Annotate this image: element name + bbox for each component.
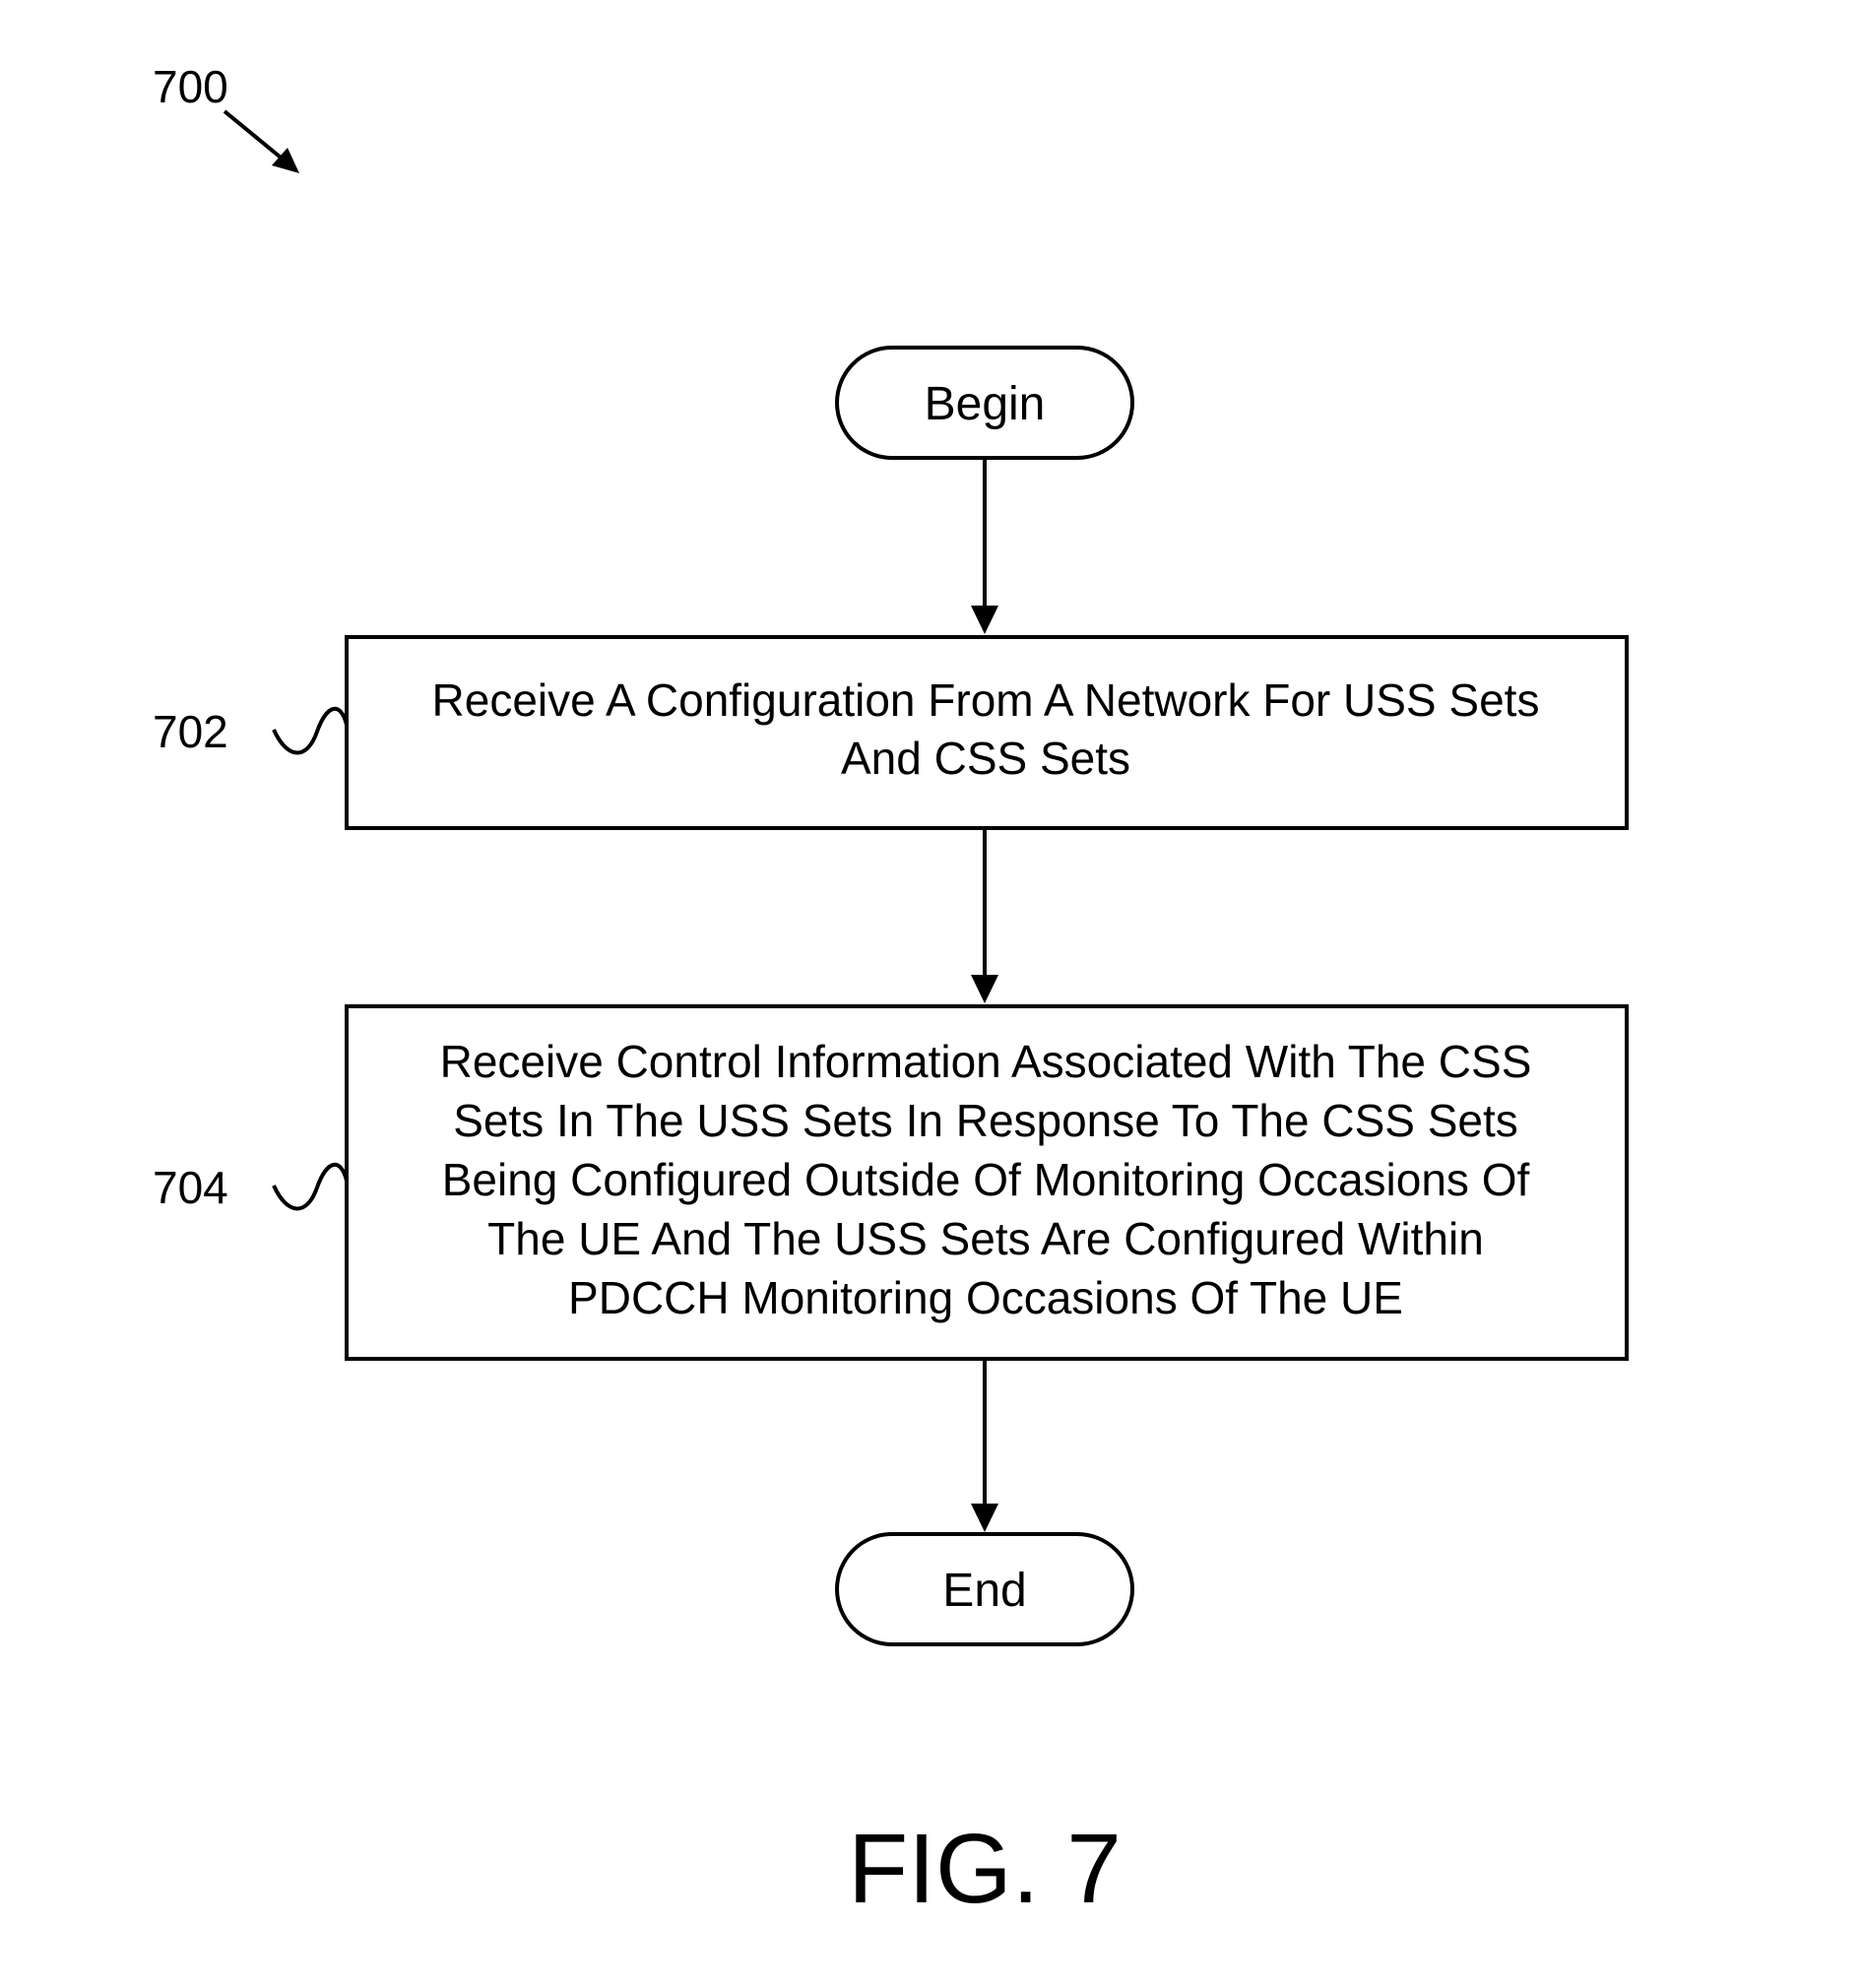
step-704: 704 Receive Control Information Associat… [153,1004,1629,1361]
step-702: 702 Receive A Configuration From A Netwo… [153,635,1629,830]
end-label: End [942,1565,1026,1617]
step-702-line-1: Receive A Configuration From A Network F… [432,674,1540,726]
step-702-leader [272,706,349,755]
connector-702-to-704 [971,830,998,1003]
connector-begin-to-702 [971,460,998,634]
step-704-ref: 704 [153,1162,228,1213]
begin-terminal: Begin [835,346,1134,460]
step-702-ref: 702 [153,706,228,757]
step-702-line-2: And CSS Sets [841,733,1130,784]
figure-pointer-arrow [223,109,299,173]
step-704-line-2: Sets In The USS Sets In Response To The … [453,1095,1518,1146]
step-704-line-3: Being Configured Outside Of Monitoring O… [442,1154,1530,1205]
end-terminal: End [835,1532,1134,1646]
step-704-line-5: PDCCH Monitoring Occasions Of The UE [568,1272,1403,1323]
step-704-line-4: The UE And The USS Sets Are Configured W… [487,1213,1484,1264]
step-704-leader [272,1162,349,1211]
begin-label: Begin [925,378,1046,430]
connector-704-to-end [971,1361,998,1532]
figure-caption: FIG. 7 [848,1814,1122,1924]
step-704-line-1: Receive Control Information Associated W… [440,1036,1532,1087]
figure-number-label: 700 [153,61,228,112]
